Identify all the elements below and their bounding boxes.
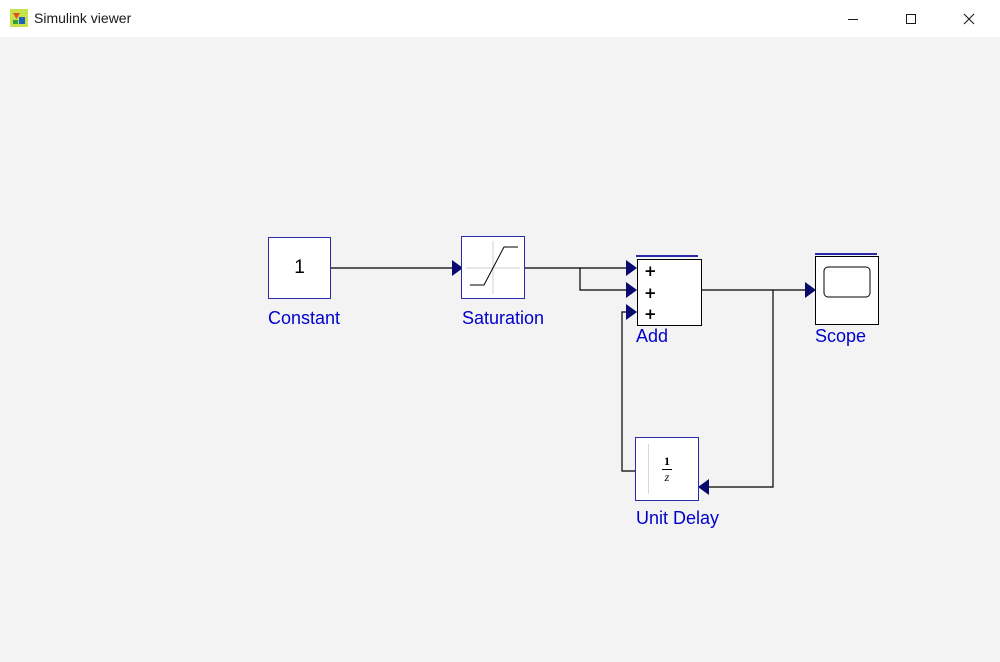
unit-delay-transfer-function: 1 z <box>636 438 698 500</box>
wire-add-unitdelay <box>708 290 774 488</box>
port-arrow-saturation-in <box>452 260 463 276</box>
add-label: Add <box>636 326 669 346</box>
port-arrow-scope-in <box>805 282 816 298</box>
scope-block[interactable] <box>815 256 879 325</box>
signal-wires <box>331 260 816 495</box>
port-arrow-unitdelay-in <box>698 479 709 495</box>
constant-block[interactable]: 1 <box>268 237 331 299</box>
title-bar: Simulink viewer <box>0 0 1000 37</box>
window-title: Simulink viewer <box>34 10 132 26</box>
add-block-shadow <box>636 255 698 257</box>
wire-saturation-add-2 <box>579 268 627 291</box>
unit-delay-label: Unit Delay <box>636 508 720 528</box>
model-canvas[interactable]: 1 Constant Saturation + + + Add Scope 1 … <box>0 37 1000 662</box>
add-sign-1: + <box>644 262 657 280</box>
scope-screen-icon <box>823 266 871 298</box>
maximize-icon <box>906 13 916 24</box>
port-arrow-add-in-1 <box>626 260 637 276</box>
constant-label: Constant <box>268 308 341 328</box>
saturation-block[interactable] <box>461 236 525 299</box>
port-arrow-add-in-3 <box>626 304 637 320</box>
scope-block-shadow <box>815 253 877 255</box>
constant-value: 1 <box>294 257 305 278</box>
close-button[interactable] <box>940 0 998 37</box>
port-arrow-add-in-2 <box>626 282 637 298</box>
unit-delay-numerator: 1 <box>664 453 670 468</box>
unit-delay-denominator: z <box>664 469 670 484</box>
unit-delay-block[interactable]: 1 z <box>635 437 699 501</box>
add-sign-3: + <box>644 305 657 323</box>
close-icon <box>963 13 975 24</box>
unit-delay-divider <box>648 444 649 494</box>
saturation-label: Saturation <box>462 308 545 328</box>
saturation-curve-icon <box>466 241 520 294</box>
simulink-app-icon <box>10 9 28 27</box>
unit-delay-fraction-bar <box>662 468 672 470</box>
minimize-button[interactable] <box>824 0 882 37</box>
minimize-icon <box>848 18 858 20</box>
add-block[interactable]: + + + <box>637 259 702 326</box>
add-sign-2: + <box>644 284 657 302</box>
wire-unitdelay-add-3 <box>621 311 636 472</box>
scope-label: Scope <box>815 326 867 346</box>
maximize-button[interactable] <box>882 0 940 37</box>
